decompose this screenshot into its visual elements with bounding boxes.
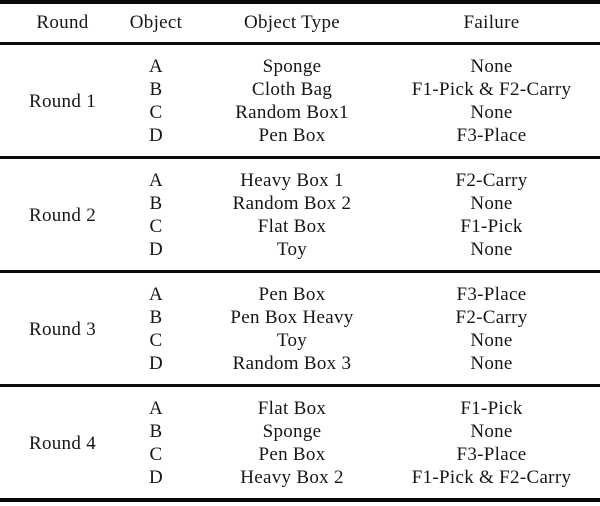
failure-cell: None <box>470 330 513 351</box>
object-type-cell: Pen Box Heavy <box>230 307 354 328</box>
object-cell: B <box>149 79 163 100</box>
object-type-cell: Random Box1 <box>235 102 349 123</box>
object-cell: B <box>149 193 163 214</box>
failure-cell: F3-Place <box>456 125 527 146</box>
object-type-cell: Flat Box <box>257 398 327 419</box>
object-type-cell: Random Box 3 <box>232 353 352 374</box>
object-cell: D <box>148 125 164 146</box>
object-cell: A <box>148 284 164 305</box>
object-cell: C <box>149 444 163 465</box>
failure-cell: F1-Pick & F2-Carry <box>411 79 572 100</box>
object-type-cell: Toy <box>276 330 308 351</box>
failure-cell: F1-Pick <box>460 398 523 419</box>
header-separator-rule <box>0 42 600 45</box>
header-object: Object <box>129 12 183 33</box>
block-separator-rule <box>0 384 600 387</box>
object-cell: C <box>149 102 163 123</box>
object-type-cell: Pen Box <box>258 444 326 465</box>
round-label: Round 1 <box>28 90 97 112</box>
failure-cell: None <box>470 353 513 374</box>
failure-cell: F2-Carry <box>455 307 528 328</box>
failure-cell: None <box>470 239 513 260</box>
failure-cell: F3-Place <box>456 444 527 465</box>
object-type-cell: Sponge <box>262 56 322 77</box>
object-cell: D <box>148 353 164 374</box>
table-header-row: Round Object Object Type Failure <box>0 4 600 42</box>
object-type-cell: Sponge <box>262 421 322 442</box>
table-top-rule <box>0 0 600 4</box>
table-bottom-rule <box>0 498 600 502</box>
round-4-block: Round 4 A Flat Box F1-Pick B Sponge None… <box>0 387 600 498</box>
object-type-cell: Pen Box <box>258 284 326 305</box>
object-type-cell: Flat Box <box>257 216 327 237</box>
header-failure: Failure <box>463 12 520 33</box>
failure-cell: F1-Pick & F2-Carry <box>411 467 572 488</box>
round-1-block: Round 1 A Sponge None B Cloth Bag F1-Pic… <box>0 45 600 156</box>
object-cell: C <box>149 330 163 351</box>
object-cell: A <box>148 398 164 419</box>
object-cell: A <box>148 170 164 191</box>
object-cell: A <box>148 56 164 77</box>
failure-cell: F3-Place <box>456 284 527 305</box>
failure-cell: F2-Carry <box>455 170 528 191</box>
object-cell: D <box>148 467 164 488</box>
object-type-cell: Cloth Bag <box>251 79 333 100</box>
object-type-cell: Toy <box>276 239 308 260</box>
block-separator-rule <box>0 270 600 273</box>
round-label: Round 3 <box>28 318 97 340</box>
object-cell: B <box>149 307 163 328</box>
header-object-type: Object Type <box>243 12 341 33</box>
object-type-cell: Pen Box <box>258 125 326 146</box>
failure-cell: None <box>470 421 513 442</box>
failure-cell: None <box>470 56 513 77</box>
object-cell: B <box>149 421 163 442</box>
object-cell: C <box>149 216 163 237</box>
header-round: Round <box>36 12 89 33</box>
block-separator-rule <box>0 156 600 159</box>
object-type-cell: Random Box 2 <box>232 193 352 214</box>
failure-cell: None <box>470 102 513 123</box>
round-3-block: Round 3 A Pen Box F3-Place B Pen Box Hea… <box>0 273 600 384</box>
object-type-cell: Heavy Box 2 <box>240 467 344 488</box>
object-type-cell: Heavy Box 1 <box>240 170 344 191</box>
round-label: Round 4 <box>28 432 97 454</box>
round-2-block: Round 2 A Heavy Box 1 F2-Carry B Random … <box>0 159 600 270</box>
failure-cell: None <box>470 193 513 214</box>
object-cell: D <box>148 239 164 260</box>
failure-cell: F1-Pick <box>460 216 523 237</box>
round-label: Round 2 <box>28 204 97 226</box>
